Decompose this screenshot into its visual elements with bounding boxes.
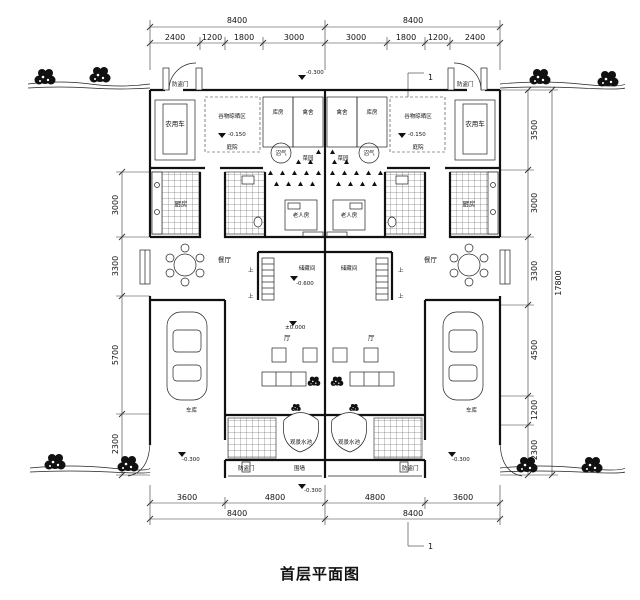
dim-right-seg: 3500 (530, 120, 539, 140)
label-livestock-right: 禽舍 (336, 108, 348, 116)
label-biogas-right: 沼气 (363, 149, 375, 157)
label-vegetable-right: 菜园 (337, 154, 349, 162)
dim-right-seg: 4500 (530, 340, 539, 360)
level-storage: -0.600 (296, 281, 314, 287)
axis-label-bottom: 1 (428, 542, 433, 551)
label-farm-vehicle-right: 农用车 (465, 119, 485, 128)
label-dining-left: 餐厅 (218, 255, 232, 264)
label-barn-left: 库房 (272, 108, 284, 116)
level-hall: ±0.000 (285, 325, 306, 331)
dim-left-seg: 3000 (111, 195, 120, 215)
level-front: -0.300 (304, 488, 322, 494)
dim-top-seg: 1800 (396, 33, 416, 42)
dim-top-seg: 3000 (284, 33, 304, 42)
label-livestock-left: 禽舍 (302, 108, 314, 116)
label-fence: 围墙 (294, 464, 306, 472)
label-up-right-2: 上 (398, 292, 404, 300)
label-landscape-right: 观景水池 (338, 438, 361, 446)
label-grain-drying-left: 谷物晾晒区 (218, 112, 246, 120)
label-biogas-left: 沼气 (275, 149, 287, 157)
label-farm-vehicle-left: 农用车 (165, 119, 185, 128)
label-elder-left: 老人房 (293, 211, 310, 219)
dim-right-total: 17800 (554, 270, 563, 295)
dim-left-seg: 2300 (111, 434, 120, 454)
dim-top-seg: 3000 (346, 33, 366, 42)
dim-right-seg: 3300 (530, 261, 539, 281)
level-left-yard: -0.300 (182, 457, 200, 463)
dim-right-seg: 3000 (530, 193, 539, 213)
label-garage-left: 车库 (186, 406, 198, 414)
dim-top-seg: 1800 (234, 33, 254, 42)
level-rear: -0.300 (306, 70, 324, 76)
label-elder-right: 老人房 (341, 211, 358, 219)
axis-label-top: 1 (428, 73, 433, 82)
label-up-right-1: 上 (398, 266, 404, 274)
dim-bottom-total-left: 8400 (227, 509, 247, 518)
label-storage-right: 储藏间 (341, 264, 358, 272)
dim-top-seg: 2400 (465, 33, 485, 42)
label-kitchen-right: 厨房 (463, 199, 476, 208)
dim-top-seg: 2400 (165, 33, 185, 42)
dim-top-total-right: 8400 (403, 16, 423, 25)
label-anti-theft-door-right: 防盗门 (457, 80, 474, 88)
stairs-right (325, 250, 394, 301)
dim-right-seg: 1200 (530, 400, 539, 420)
label-grain-drying-right: 谷物晾晒区 (404, 112, 432, 120)
level-court-left: -0.150 (228, 132, 246, 138)
dim-top-total-left: 8400 (227, 16, 247, 25)
label-courtyard-left: 庭院 (226, 143, 238, 151)
dim-top-seg: 1200 (428, 33, 448, 42)
label-dining-right: 餐厅 (424, 255, 438, 264)
label-hall-left: 厅 (284, 334, 291, 342)
dining-table-right (449, 243, 489, 287)
dim-left-seg: 3300 (111, 256, 120, 276)
label-vegetable-left: 菜园 (302, 154, 314, 162)
label-kitchen-left: 厨房 (175, 199, 188, 208)
dimension-lines (116, 20, 558, 547)
label-anti-theft-door-left: 防盗门 (172, 80, 189, 88)
label-courtyard-right: 庭院 (412, 143, 424, 151)
level-labels: -0.300 -0.150 -0.150 -0.600 ±0.000 -0.30… (182, 70, 470, 494)
label-storage-left: 储藏间 (299, 264, 316, 272)
level-court-right: -0.150 (408, 132, 426, 138)
dim-bottom-seg: 4800 (365, 493, 385, 502)
dim-bottom-seg: 3600 (453, 493, 473, 502)
label-front-door-left: 防盗门 (238, 464, 255, 472)
dim-bottom-total-right: 8400 (403, 509, 423, 518)
dim-bottom-seg: 3600 (177, 493, 197, 502)
label-up-left-2: 上 (248, 292, 254, 300)
level-right-yard: -0.300 (452, 457, 470, 463)
dim-left-seg: 5700 (111, 345, 120, 365)
plan-title: 首层平面图 (279, 565, 360, 583)
dim-top-seg: 1200 (202, 33, 222, 42)
room-labels: 防盗门 防盗门 农用车 农用车 谷物晾晒区 谷物晾晒区 庭院 庭院 库房 禽舍 … (165, 80, 485, 472)
building-structure (127, 62, 523, 489)
label-garage-right: 车库 (466, 406, 478, 414)
vegetable-pattern-right (330, 149, 383, 186)
dim-bottom-seg: 4800 (265, 493, 285, 502)
label-landscape-left: 观景水池 (290, 438, 313, 446)
label-hall-right: 厅 (368, 334, 375, 342)
site-landscape (27, 67, 626, 474)
label-barn-right: 库房 (366, 108, 378, 116)
stairs-left (256, 250, 325, 301)
dimension-labels: 8400 8400 2400 1200 1800 3000 3000 1800 … (111, 16, 563, 551)
label-up-left-1: 上 (248, 266, 254, 274)
dining-table-left (165, 243, 205, 287)
label-front-door-right: 防盗门 (402, 464, 419, 472)
dim-right-seg: 2300 (530, 440, 539, 460)
